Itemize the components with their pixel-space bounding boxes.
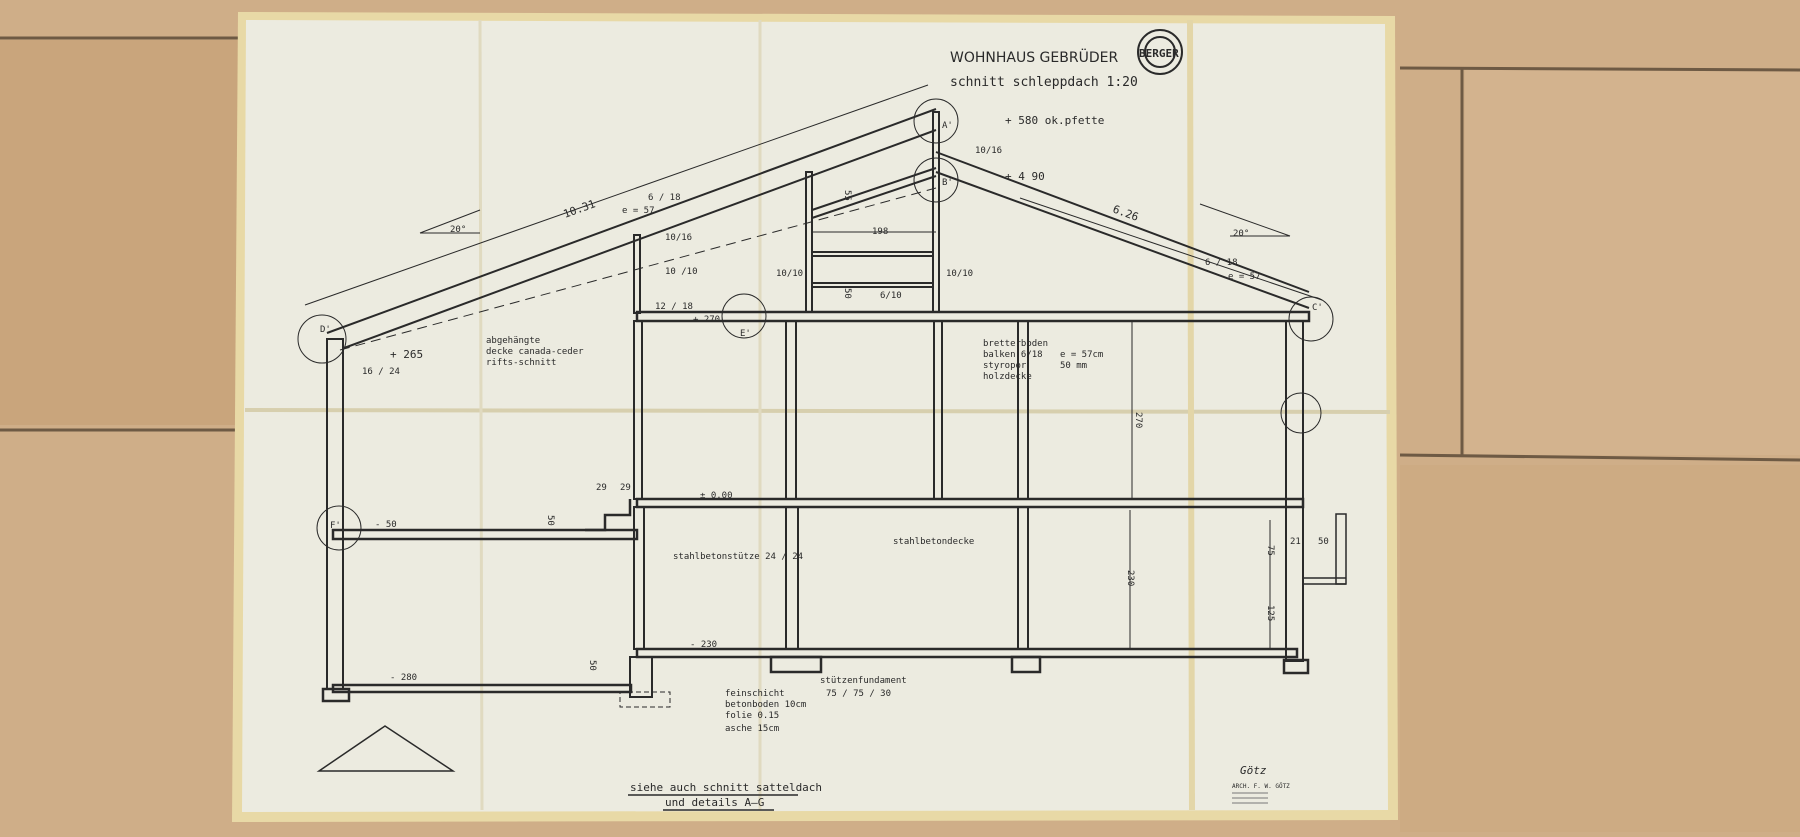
attic-post-right: 10/10 [946,269,973,279]
section-triangle [316,725,456,772]
attic-width: 198 [872,227,888,237]
level-ridge: + 4 90 [1005,170,1045,183]
note-base: feinschicht [725,689,785,699]
note-details: und details A—G [665,796,764,809]
note-column: stahlbetonstütze 24 / 24 [673,552,803,562]
level-ok-pfette: + 580 ok.pfette [1005,114,1104,127]
detail-circle-c [1288,296,1334,342]
note-ceiling: decke canada-ceder [486,347,584,357]
detail-circles [297,98,1334,551]
step: 50 [545,515,555,526]
logo-text: BERGER [1139,47,1179,60]
window-detail [1303,513,1347,585]
detail-circle-g [1280,392,1322,434]
attic-rail: 6/10 [880,291,902,301]
posts [633,111,940,314]
window-lower: 125 [1265,605,1275,621]
level-eave: + 265 [390,348,423,361]
note-slab: stahlbetondecke [893,537,974,547]
plate: 12 / 18 [655,302,693,312]
paper-sheet [232,12,1398,822]
detail-label-c: C' [1312,303,1323,313]
note-base: betonboden 10cm [725,700,806,710]
note-see-also: siehe auch schnitt satteldach [630,781,822,794]
note-ceiling: rifts-schnitt [486,358,556,368]
detail-label-d: D' [320,325,331,335]
post-mid: 10 /10 [665,267,698,277]
note-floor-spacing: e = 57cm [1060,350,1103,360]
floor-height: 270 [1133,412,1143,428]
attic-rail-height: 50 [842,288,852,299]
spacing-right: e = 57 [1228,272,1261,282]
attic-post-left: 10/10 [776,269,803,279]
foot-50: 50 [587,660,597,671]
note-floor: balken 6/18 [983,350,1043,360]
attic-height: 55 [842,190,852,201]
level-basement: - 230 [690,640,717,650]
note-base: asche 15cm [725,724,779,734]
level-upper-floor: + 270 [693,315,720,325]
pitch-left: 20° [450,225,466,235]
basement-height: 230 [1125,570,1135,586]
detail-circle-d [297,314,347,364]
note-floor: styropor [983,361,1027,371]
wall-50: 50 [1318,537,1329,547]
detail-circle-f [316,505,362,551]
level-split: - 50 [375,520,397,530]
stamp-lines [1232,792,1268,804]
window-upper: 75 [1265,545,1275,556]
note-ceiling: abgehängte [486,336,540,346]
note-base: folie 0.15 [725,711,779,721]
detail-label-e: E' [740,329,751,339]
detail-label-a: A' [942,121,953,131]
detail-label-b: B' [942,178,953,188]
purlin-top: 10/16 [975,146,1002,156]
detail-circle-e [721,293,767,339]
rafter-left: 6 / 18 [648,193,681,203]
note-footing-size: 75 / 75 / 30 [826,689,891,699]
note-floor: holzdecke [983,372,1032,382]
note-footing: stützenfundament [820,676,907,686]
rafter-right: 6 / 18 [1205,258,1238,268]
drawing-subtitle: schnitt schleppdach 1:20 [950,75,1138,90]
signature: Götz [1240,764,1267,777]
note-floor-insulation: 50 mm [1060,361,1087,371]
dimension-lines [304,84,1323,650]
wall-21: 21 [1290,537,1301,547]
eave-beam: 16 / 24 [362,367,400,377]
detail-circle-a [913,98,959,144]
architect-stamp: ARCH. F. W. GÖTZ [1232,783,1290,790]
stair-b: 29 [620,483,631,493]
stair-a: 29 [596,483,607,493]
drawing-title: WOHNHAUS GEBRÜDER [950,48,1118,66]
post-top: 10/16 [665,233,692,243]
level-basement-low: - 280 [390,673,417,683]
pitch-right: 20° [1233,229,1249,239]
detail-label-f: F' [330,521,341,531]
note-floor: bretterboden [983,339,1048,349]
detail-circle-b [913,157,959,203]
section-drawing [297,29,1347,811]
berger-logo [1137,29,1183,75]
annotations: WOHNHAUS GEBRÜDER BERGER schnitt schlepp… [320,47,1329,809]
spacing-left: e = 57 [622,206,655,216]
level-ground: ± 0.00 [700,491,733,501]
footings [321,655,1310,708]
